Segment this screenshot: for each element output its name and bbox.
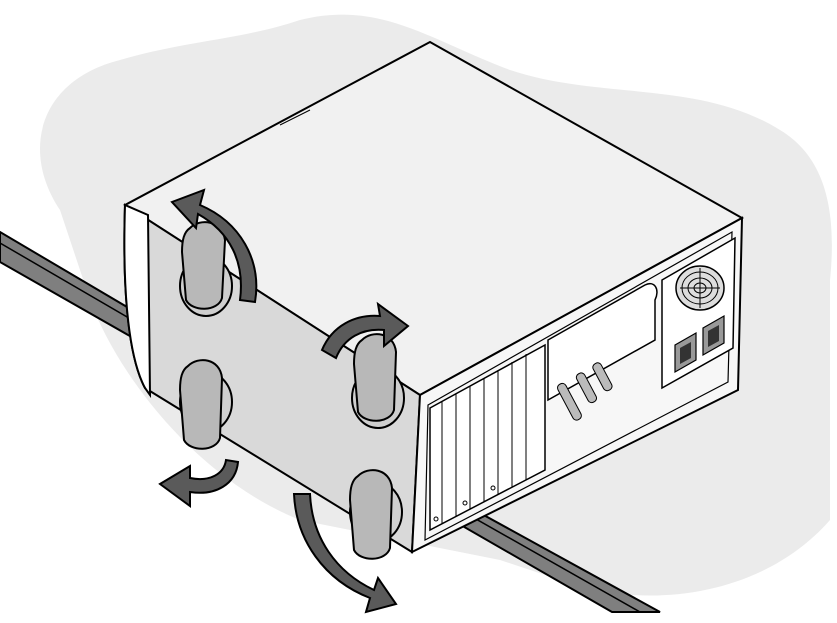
curved-arrow-icon <box>320 301 410 360</box>
curved-arrow-icon <box>292 493 398 614</box>
fan-grille-icon <box>675 265 725 311</box>
case-feet <box>178 221 405 560</box>
serial-ports <box>556 362 613 421</box>
power-inlet-icon <box>674 331 697 374</box>
io-panel-opening <box>547 283 658 402</box>
power-supply <box>661 236 736 390</box>
curved-arrow-icon <box>158 458 240 508</box>
power-outlet-icon <box>702 314 725 357</box>
foot-top-right <box>351 333 405 429</box>
curved-arrow-icon <box>170 188 258 304</box>
rotation-arrows <box>158 188 410 614</box>
vent-holes <box>433 485 496 522</box>
foot-bottom-right <box>348 469 403 560</box>
foot-top-left <box>179 221 233 317</box>
foot-bottom-left <box>178 359 233 450</box>
expansion-slots <box>429 343 546 532</box>
